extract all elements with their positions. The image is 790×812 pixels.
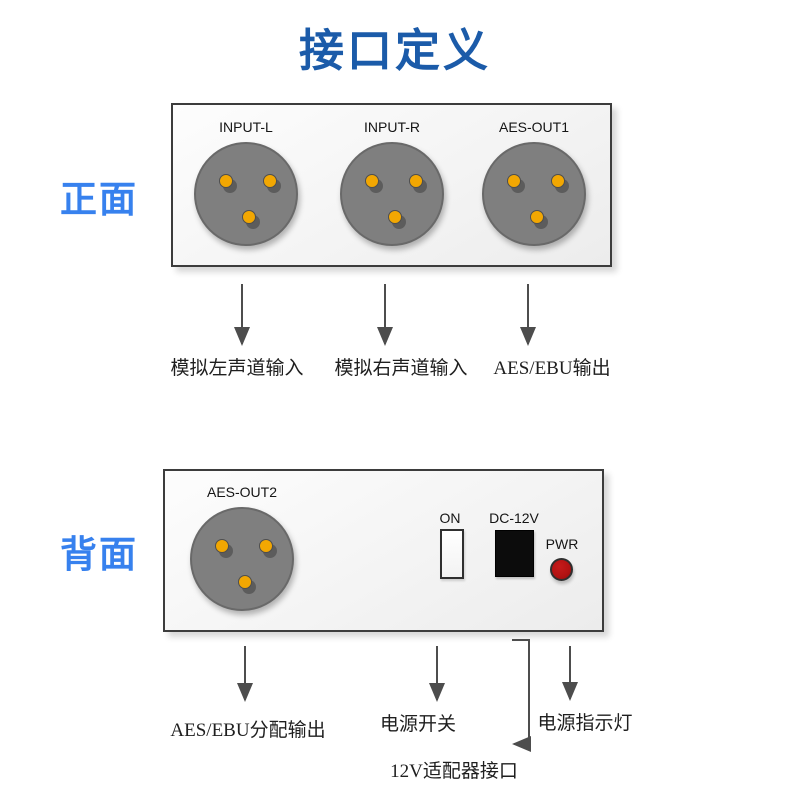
front-side-label: 正面 bbox=[60, 179, 138, 220]
xlr-pin bbox=[219, 174, 233, 188]
xlr-pin bbox=[388, 210, 402, 224]
xlr-pin bbox=[242, 210, 256, 224]
caption-power-led: 电源指示灯 bbox=[537, 713, 633, 734]
xlr-socket bbox=[482, 142, 586, 246]
connector-label: AES-OUT1 bbox=[498, 119, 569, 135]
power-led bbox=[550, 558, 573, 581]
dc-jack-label: DC-12V bbox=[489, 510, 539, 526]
power-led-label: PWR bbox=[545, 536, 579, 552]
xlr-pin bbox=[365, 174, 379, 188]
caption-analog-right-input: 模拟右声道输入 bbox=[334, 358, 468, 379]
xlr-pin bbox=[530, 210, 544, 224]
xlr-socket bbox=[194, 142, 298, 246]
power-switch-label: ON bbox=[439, 510, 461, 526]
dc-12v-jack bbox=[495, 530, 534, 577]
connector-label: INPUT-R bbox=[364, 119, 420, 135]
power-switch bbox=[440, 529, 464, 579]
xlr-socket bbox=[190, 507, 294, 611]
xlr-connector-input-r: INPUT-R bbox=[340, 119, 444, 246]
caption-analog-left-input: 模拟左声道输入 bbox=[170, 358, 304, 379]
xlr-connector-aes-out1: AES-OUT1 bbox=[482, 119, 586, 246]
page-title: 接口定义 bbox=[298, 25, 491, 76]
xlr-connector-input-l: INPUT-L bbox=[194, 119, 298, 246]
xlr-connector-aes-out2: AES-OUT2 bbox=[190, 484, 294, 611]
xlr-pin bbox=[259, 539, 273, 553]
caption-aes-ebu-output: AES/EBU输出 bbox=[493, 358, 611, 379]
xlr-pin bbox=[551, 174, 565, 188]
caption-dc-adapter: 12V适配器接口 bbox=[390, 761, 518, 782]
connector-label: AES-OUT2 bbox=[206, 484, 277, 500]
xlr-pin bbox=[507, 174, 521, 188]
xlr-pin bbox=[263, 174, 277, 188]
xlr-pin bbox=[238, 575, 252, 589]
xlr-pin bbox=[215, 539, 229, 553]
front-panel: INPUT-L INPUT-R AES-OUT1 bbox=[171, 103, 612, 267]
back-panel: AES-OUT2 ON DC-12V PWR bbox=[163, 469, 604, 632]
caption-aes-split-output: AES/EBU分配输出 bbox=[170, 720, 326, 741]
xlr-pin bbox=[409, 174, 423, 188]
xlr-socket bbox=[340, 142, 444, 246]
connector-label: INPUT-L bbox=[219, 119, 273, 135]
caption-power-switch: 电源开关 bbox=[379, 714, 456, 735]
back-side-label: 背面 bbox=[60, 534, 138, 575]
